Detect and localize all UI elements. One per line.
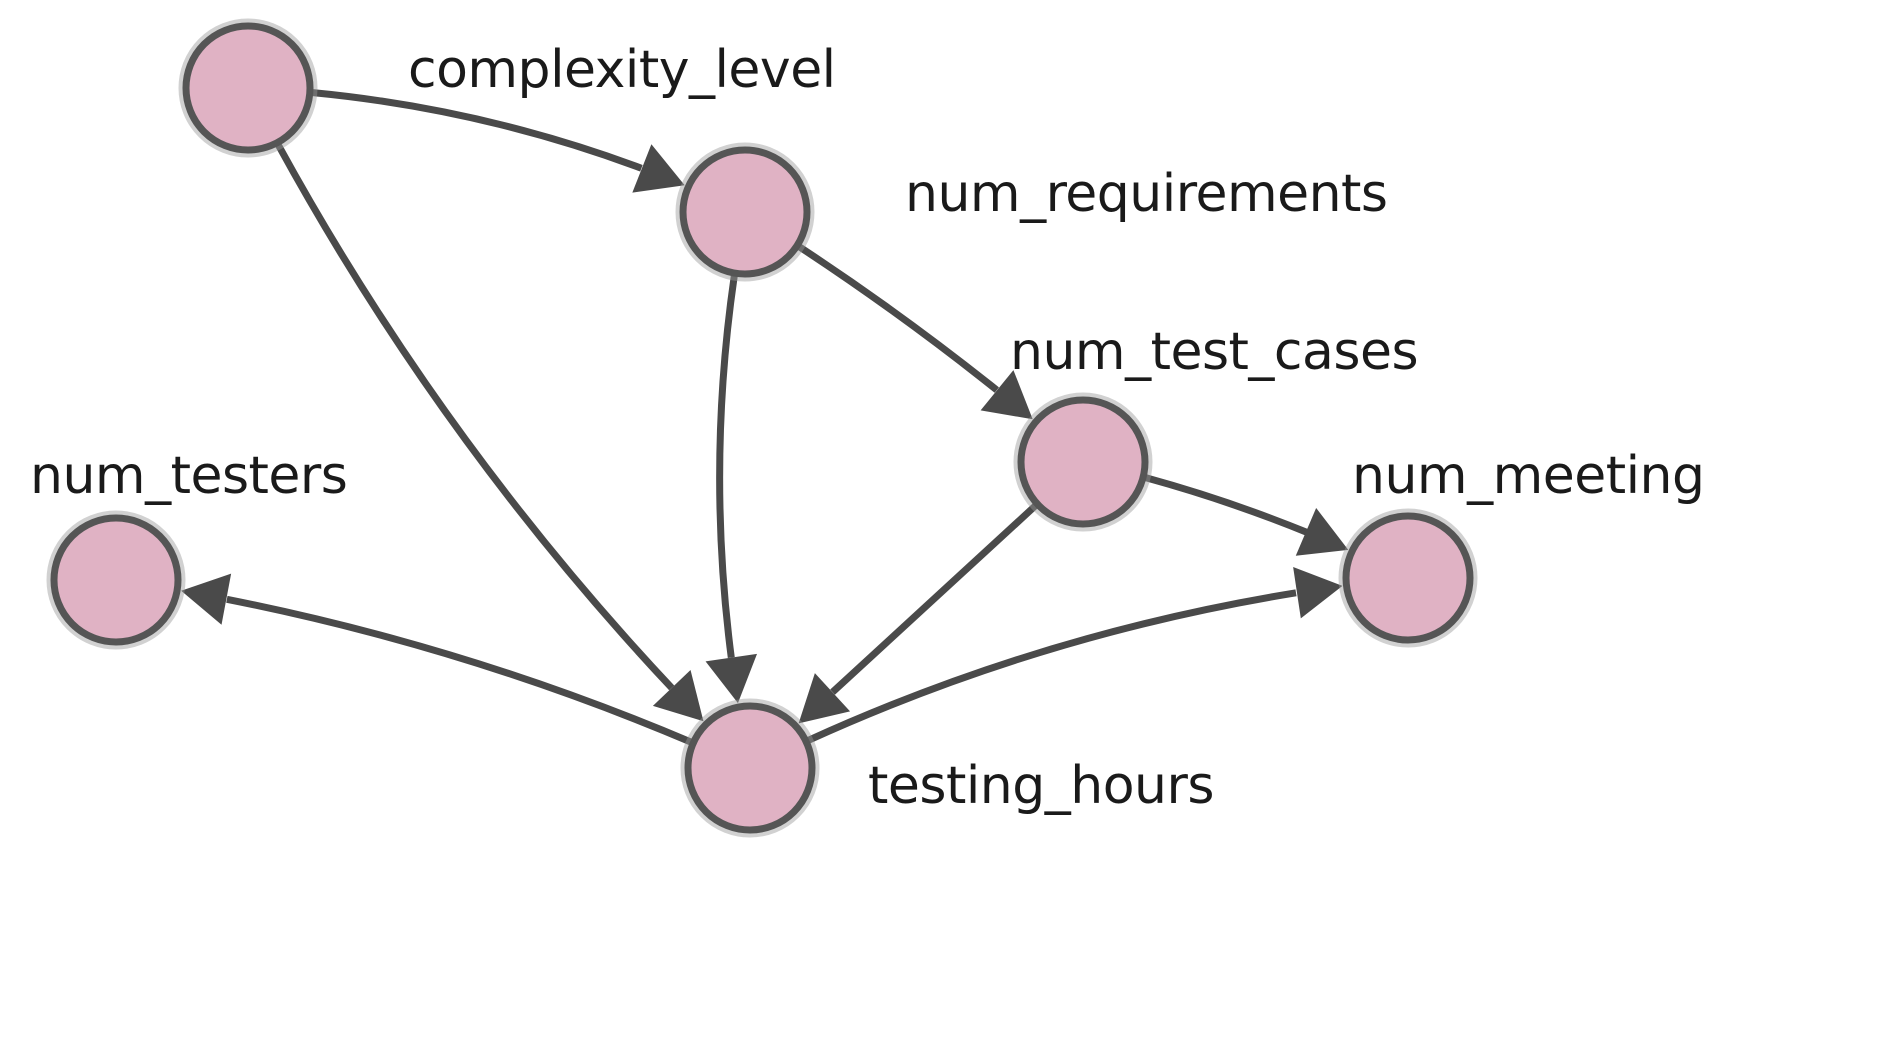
node-testing_hours[interactable] (684, 702, 816, 834)
node-complexity_level[interactable] (182, 22, 314, 154)
edge-num_test_cases-to-testing_hours (830, 503, 1038, 695)
node-label-complexity_level: complexity_level (408, 40, 836, 100)
arrowhead-num_test_cases-to-num_meeting (1295, 507, 1349, 556)
arrowhead-complexity_level-to-testing_hours (652, 669, 704, 722)
node-num_meeting[interactable] (1342, 512, 1474, 644)
edge-num_requirements-to-num_test_cases (797, 244, 999, 393)
edge-num_test_cases-to-num_meeting (1145, 474, 1312, 537)
arrowhead-testing_hours-to-num_testers (181, 573, 232, 625)
arrowhead-num_test_cases-to-testing_hours (798, 673, 851, 724)
node-label-testing_hours: testing_hours (868, 756, 1214, 816)
edges-layer (181, 89, 1349, 746)
arrowhead-num_requirements-to-testing_hours (705, 653, 758, 704)
nodes-layer (46, 18, 1478, 838)
edge-testing_hours-to-num_meeting (807, 589, 1297, 744)
edge-complexity_level-to-testing_hours (275, 143, 675, 691)
edge-testing_hours-to-num_testers (226, 595, 692, 746)
node-num_testers[interactable] (50, 514, 182, 646)
node-label-num_test_cases: num_test_cases (1010, 322, 1419, 382)
arrowhead-complexity_level-to-num_requirements (632, 144, 685, 193)
arrowhead-testing_hours-to-num_meeting (1293, 566, 1343, 619)
edge-num_requirements-to-testing_hours (716, 275, 738, 659)
arrowhead-num_requirements-to-num_test_cases (980, 370, 1033, 420)
node-num_test_cases[interactable] (1017, 396, 1149, 528)
node-label-num_meeting: num_meeting (1352, 446, 1705, 506)
node-num_requirements[interactable] (679, 146, 811, 278)
edge-complexity_level-to-num_requirements (312, 89, 643, 172)
node-label-num_requirements: num_requirements (905, 164, 1388, 224)
node-label-num_testers: num_testers (30, 446, 348, 506)
